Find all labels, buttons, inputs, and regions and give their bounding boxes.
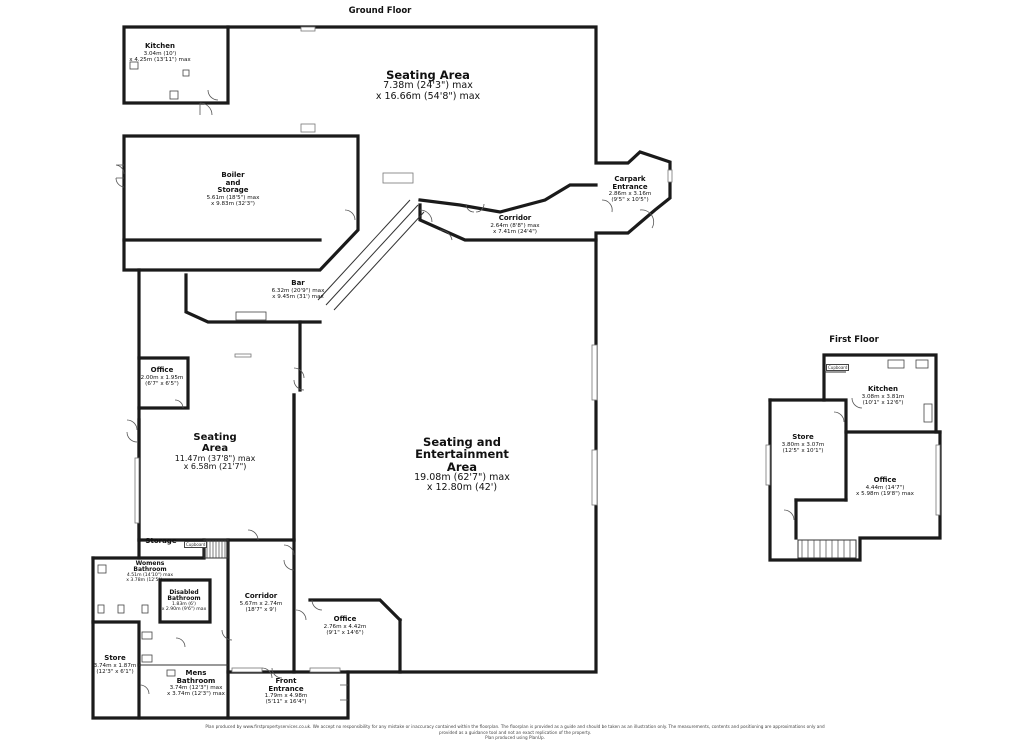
tag-cupboard-ground: Cupboard [184,541,208,548]
first-floor-title: First Floor [829,335,879,345]
first-floor-stairs [797,539,857,559]
tag-cupboard-first: Cupboard [826,364,850,371]
footer-disclaimer: Plan produced by www.firstpropertyservic… [170,724,860,741]
room-bar: Bar 6.32m (20'9") max x 9.45m (31') max [271,279,325,300]
room-seating-area-top: Seating Area 7.38m (24'3") max x 16.66m … [375,68,481,102]
room-office-bottom: Office 2.76m x 4.42m (9'1" x 14'6") [323,615,367,636]
room-office-left: Office 2.00m x 1.95m (6'7" x 6'5") [140,366,184,387]
ground-floor-fixtures [97,26,673,677]
room-office-first: Office 4.44m (14'7") x 5.98m (19'8") max [856,476,914,497]
room-boiler-storage: Boiler and Storage 5.61m (18'5") max x 9… [206,171,260,207]
room-mens-bathroom: Mens Bathroom 3.74m (12'3") max x 3.74m … [167,669,225,698]
room-front-entrance: Front Entrance 1.79m x 4.98m (5'11" x 16… [264,677,308,706]
room-disabled-bathroom: Disabled Bathroom 1.83m (6') x 2.90m (9'… [161,589,207,612]
room-corridor-bottom: Corridor 5.67m x 2.74m (18'7" x 9') [239,592,283,613]
room-store-first: Store 3.80m x 3.07m (12'5" x 10'1") [781,433,825,454]
footer-line-1: Plan produced by www.firstpropertyservic… [205,724,825,729]
room-kitchen-first: Kitchen 3.08m x 3.81m (10'1" x 12'6") [861,385,905,406]
first-floor-doors [765,359,941,521]
room-kitchen-ground: Kitchen 3.04m (10') x 4.25m (13'11") max [129,42,191,63]
footer-line-3: Plan produced using PlanUp. [485,735,545,741]
ground-floor-stairs [203,539,229,559]
room-carpark-entrance: Carpark Entrance 2.86m x 3.16m (9'5" x 1… [608,175,652,204]
room-storage: Storage [145,537,177,545]
room-womens-bathroom: Womens Bathroom 4.51m (14'10") max x 3.7… [126,560,174,583]
ground-floor-doors [115,89,655,701]
room-store-ground: Store 3.74m x 1.87m (12'3" x 6'1") [93,654,137,675]
room-seating-area-left: Seating Area 11.47m (37'8") max x 6.58m … [174,432,256,472]
footer-line-2: provided as a guidance tool and not an e… [439,729,591,735]
room-corridor-top: Corridor 2.64m (8'8") max x 7.41m (24'4"… [490,214,540,235]
first-floor-walls [768,353,942,562]
ground-floor-title: Ground Floor [348,6,412,16]
room-seating-entertainment: Seating and Entertainment Area 19.08m (6… [414,435,510,494]
